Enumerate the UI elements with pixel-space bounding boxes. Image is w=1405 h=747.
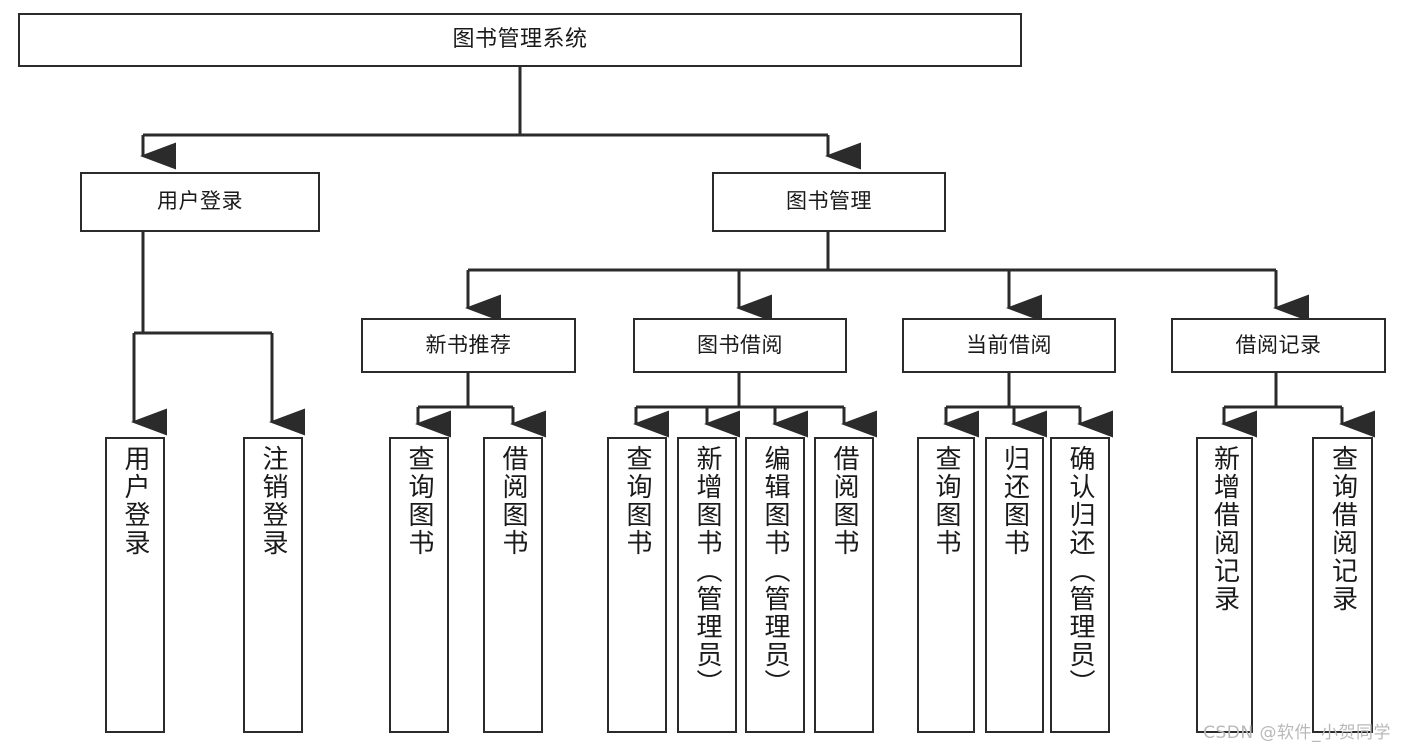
node-label: 借阅记录 (1235, 332, 1322, 357)
leaf-current-borrow-query[interactable]: 查询图书 (917, 437, 975, 733)
leaf-user-login-logout[interactable]: 注销登录 (243, 437, 303, 733)
csdn-watermark: CSDN @软件_小贺同学 (1203, 723, 1391, 743)
leaf-book-borrow-edit[interactable]: 编辑图书（管理员） (745, 437, 805, 733)
leaf-user-login-login[interactable]: 用户登录 (105, 437, 165, 733)
node-label: 编辑图书（管理员） (760, 445, 791, 697)
node-book-management[interactable]: 图书管理 (712, 172, 946, 232)
node-label: 查询图书 (404, 445, 435, 557)
node-label: 新书推荐 (425, 332, 512, 357)
node-label: 归还图书 (999, 445, 1030, 557)
node-label: 确认归还（管理员） (1065, 445, 1096, 697)
node-new-book-recommend[interactable]: 新书推荐 (361, 318, 576, 373)
leaf-book-borrow-add[interactable]: 新增图书（管理员） (677, 437, 737, 733)
node-label: 借阅图书 (829, 445, 860, 557)
node-root-system[interactable]: 图书管理系统 (18, 13, 1022, 67)
node-current-borrow[interactable]: 当前借阅 (902, 318, 1116, 373)
node-label: 新增借阅记录 (1209, 445, 1240, 613)
leaf-book-borrow-borrow[interactable]: 借阅图书 (814, 437, 874, 733)
node-label: 图书管理系统 (452, 26, 588, 52)
node-label: 注销登录 (258, 445, 289, 557)
leaf-borrow-record-add[interactable]: 新增借阅记录 (1196, 437, 1253, 733)
node-label: 图书管理 (786, 189, 872, 214)
leaf-current-borrow-return[interactable]: 归还图书 (985, 437, 1044, 733)
leaf-borrow-record-query[interactable]: 查询借阅记录 (1312, 437, 1373, 733)
leaf-new-book-borrow[interactable]: 借阅图书 (483, 437, 543, 733)
node-label: 借阅图书 (498, 445, 529, 557)
leaf-new-book-query[interactable]: 查询图书 (389, 437, 449, 733)
leaf-current-borrow-confirm-return[interactable]: 确认归还（管理员） (1050, 437, 1110, 733)
node-user-login[interactable]: 用户登录 (80, 172, 320, 232)
node-book-borrow[interactable]: 图书借阅 (633, 318, 847, 373)
node-label: 查询图书 (622, 445, 653, 557)
node-label: 用户登录 (157, 189, 243, 214)
node-label: 查询借阅记录 (1327, 445, 1358, 613)
node-label: 当前借阅 (966, 332, 1052, 357)
leaf-book-borrow-query[interactable]: 查询图书 (607, 437, 667, 733)
node-label: 图书借阅 (697, 332, 783, 357)
node-label: 查询图书 (931, 445, 962, 557)
node-label: 新增图书（管理员） (692, 445, 723, 697)
node-borrow-record[interactable]: 借阅记录 (1171, 318, 1386, 373)
node-label: 用户登录 (120, 445, 151, 557)
